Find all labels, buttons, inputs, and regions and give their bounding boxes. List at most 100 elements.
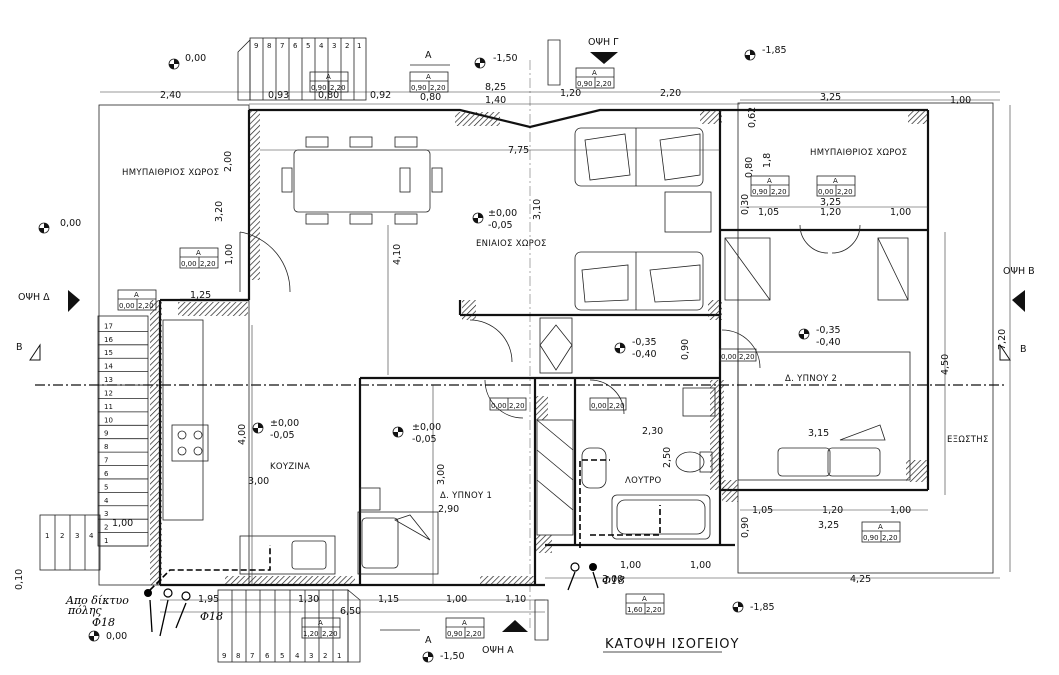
dim-080: 0,80 — [744, 157, 755, 178]
dim-300a: 3,00 — [248, 476, 269, 487]
hatch-9 — [906, 460, 928, 482]
room-semi-outdoor-right: ΗΜΥΠΑΙΘΡΙΟΣ ΧΩΡΟΣ — [810, 148, 907, 158]
dim-top-240: 2,40 — [160, 90, 181, 101]
door-tag-2-h: 2,20 — [609, 402, 625, 410]
hatch-11 — [710, 380, 724, 490]
window-tag-5-w: 0,00 — [818, 188, 834, 196]
stair-small-3: 3 — [75, 532, 79, 540]
room-closet: ΕΞΩΣΤΗΣ — [947, 435, 989, 445]
coffee-table — [664, 191, 712, 233]
stair-small-2: 2 — [60, 532, 64, 540]
door-tag-1-h: 2,20 — [509, 402, 525, 410]
dim-r-100b: 1,00 — [890, 505, 911, 516]
stairs-bottom: 9 8 7 6 5 4 3 2 1 — [217, 589, 349, 663]
view-bottom-pillar — [534, 599, 549, 641]
stair-bottom-9: 9 — [222, 652, 226, 660]
hatch-14 — [536, 396, 548, 420]
window-tag-6-h: 2,20 — [200, 260, 216, 268]
level-bed1-b: -0,05 — [412, 434, 437, 445]
note-pipe-2: Φ18 — [200, 610, 223, 623]
stair-top-9: 9 — [254, 42, 258, 50]
dim-200: 2,00 — [223, 151, 234, 172]
room-bathroom: ΛΟΥΤΡΟ — [625, 476, 662, 486]
stair-left-8: 8 — [104, 443, 108, 451]
note-pipe-1: Φ18 — [92, 616, 115, 629]
hatch-5 — [178, 302, 248, 316]
dim-720: 7,20 — [997, 329, 1008, 350]
window-tag-6-head: Α — [196, 249, 201, 257]
hatch-4 — [908, 110, 928, 124]
view-right-label: ΟΨΗ Β — [1003, 266, 1035, 277]
dim-18: 1,8 — [762, 153, 773, 168]
dim-r-325b: 3,25 — [818, 520, 839, 531]
window-tag-8-w: 0,90 — [863, 534, 879, 542]
stair-small-4: 4 — [89, 532, 94, 540]
window-tag-10-h: 2,20 — [466, 630, 482, 638]
stair-top-3: 3 — [332, 42, 336, 50]
section-b-left-arrow — [29, 343, 41, 361]
dim-r-090b: 0,90 — [740, 517, 751, 538]
window-tag-1-h: 2,20 — [330, 84, 346, 92]
level-markers: 0,00 -1,50 -1,85 0,00 ±0,00 -0,05 ±0,00 … — [38, 45, 841, 663]
level-top-left: 0,00 — [185, 53, 206, 64]
level-bed1-a: ±0,00 — [412, 422, 441, 433]
dim-b-010: 0,10 — [14, 569, 25, 590]
bed-1 — [357, 487, 439, 575]
dim-r-120: 1,20 — [820, 207, 841, 218]
hatch-15 — [150, 300, 162, 585]
dim-400: 4,00 — [237, 424, 248, 445]
room-bedroom2: Δ. ΥΠΝΟΥ 2 — [785, 374, 837, 384]
stair-left-5: 5 — [104, 483, 108, 491]
dim-b-110: 1,10 — [505, 594, 526, 605]
stair-left-13: 13 — [104, 376, 113, 384]
window-tag-5-h: 2,20 — [837, 188, 853, 196]
stairs-top: 9 8 7 6 5 4 3 2 1 — [249, 37, 367, 101]
level-marker-left: 0,00 — [38, 218, 81, 234]
window-tag-2-head: Α — [426, 73, 431, 81]
dim-b-100: 1,00 — [446, 594, 467, 605]
stair-bottom-2: 2 — [323, 652, 327, 660]
window-tag-1-head: Α — [326, 73, 331, 81]
stair-top-ramp — [237, 39, 251, 101]
stair-top-7: 7 — [280, 42, 284, 50]
dim-b-130: 1,30 — [298, 594, 319, 605]
view-bottom-arrow — [502, 620, 528, 632]
hatch-8 — [722, 480, 738, 502]
dim-090: 0,90 — [680, 339, 691, 360]
section-b-right-arrow — [999, 343, 1011, 361]
door-tag-3-h: 2,20 — [739, 353, 755, 361]
stair-top-4: 4 — [319, 42, 324, 50]
hatch-1 — [250, 110, 260, 280]
dim-r-100: 1,00 — [890, 207, 911, 218]
window-tag-1-w: 0,90 — [311, 84, 327, 92]
stair-small-1: 1 — [45, 532, 49, 540]
dim-062: 0,62 — [747, 107, 758, 128]
wall-hatches — [150, 110, 928, 585]
dim-410: 4,10 — [392, 244, 403, 265]
level-marker-bottom-left: 0,00 — [88, 630, 127, 642]
dim-b-650: 6,50 — [340, 606, 361, 617]
dining-chairs — [281, 136, 443, 225]
dims-bottom: 1,95 1,30 6,50 1,15 1,00 1,10 3,00 1,00 … — [14, 518, 871, 617]
level-bed2-a: -0,35 — [816, 325, 841, 336]
level-marker-hall: -0,35 -0,40 — [614, 337, 657, 360]
window-tag-9-h: 2,20 — [322, 630, 338, 638]
room-bedroom1: Δ. ΥΠΝΟΥ 1 — [440, 491, 492, 501]
hatch-13 — [480, 576, 535, 584]
level-bottom-right: -1,85 — [750, 602, 775, 613]
dims-right-room: 3,25 1,05 1,20 1,00 1,05 1,20 1,00 3,25 … — [740, 197, 911, 538]
dim-top-825: 8,25 — [485, 82, 506, 93]
dim-top-120: 1,20 — [560, 88, 581, 99]
window-tag-4-h: 2,20 — [771, 188, 787, 196]
window-tag-5-head: Α — [833, 177, 838, 185]
note-supply-2: πόλης — [67, 604, 102, 617]
level-kitchen-b: -0,05 — [270, 430, 295, 441]
outer-boundary-right — [737, 102, 994, 574]
